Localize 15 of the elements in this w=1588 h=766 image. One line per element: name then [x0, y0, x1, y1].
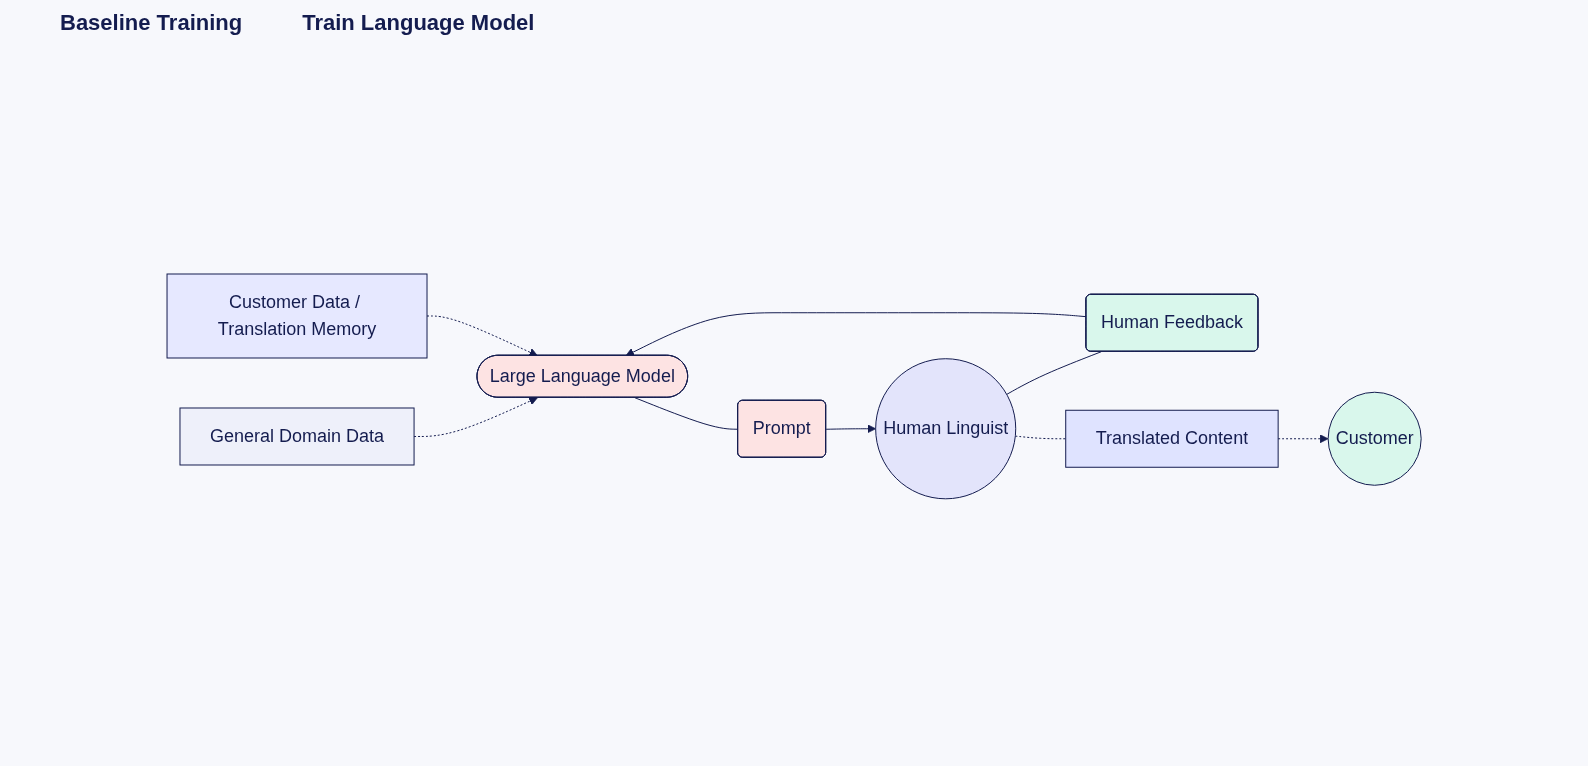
arrow [1277, 433, 1329, 443]
connector [1014, 435, 1067, 439]
node-box: Translated Content [1065, 409, 1279, 468]
section-heading: Train Language Model [302, 10, 535, 36]
connector [1006, 350, 1102, 395]
node-circle: Customer [1327, 391, 1422, 486]
arrow [625, 311, 1087, 356]
arrow [825, 423, 876, 433]
node-box: General Domain Data [179, 407, 415, 466]
node-circle: Human Linguist [875, 357, 1017, 499]
arrow [413, 396, 538, 437]
section-heading: Baseline Training [60, 10, 243, 36]
connector [634, 396, 739, 430]
arrow [426, 315, 538, 356]
node-box: Customer Data / Translation Memory [166, 273, 428, 359]
